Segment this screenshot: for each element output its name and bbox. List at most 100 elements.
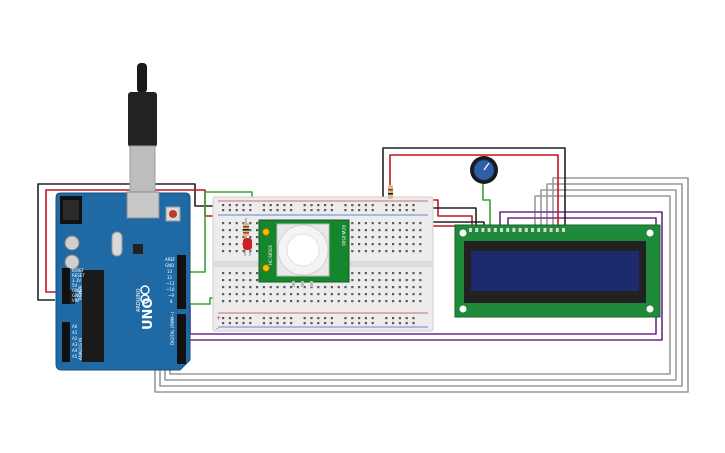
- breadboard-hole: [351, 272, 354, 275]
- wire-black-top[interactable]: [37, 183, 240, 301]
- breadboard-hole: [398, 222, 401, 225]
- power-pin-label: 3.3V: [72, 278, 81, 283]
- lcd-pin: [506, 228, 510, 232]
- breadboard-hole: [256, 236, 259, 239]
- power-header: [62, 268, 70, 304]
- pir-sensor[interactable]: HC-SR501 RCW-0506: [258, 219, 350, 287]
- breadboard-hole: [330, 209, 333, 212]
- breadboard-hole: [222, 209, 225, 212]
- breadboard-hole: [290, 293, 293, 296]
- breadboard-hole: [222, 279, 225, 282]
- breadboard-hole: [249, 286, 252, 289]
- breadboard-hole: [385, 322, 388, 325]
- arduino-logo-icon: [140, 285, 150, 304]
- breadboard-hole: [351, 204, 354, 207]
- arduino-board[interactable]: UNO ARDUINO POWER ANALOG IN DIGITAL (PWM…: [55, 63, 191, 371]
- breadboard-hole: [337, 286, 340, 289]
- lcd-pin: [518, 228, 522, 232]
- breadboard-hole: [351, 322, 354, 325]
- breadboard-hole: [296, 286, 299, 289]
- breadboard-hole: [392, 317, 395, 320]
- breadboard-hole: [324, 322, 327, 325]
- lcd-pin: [531, 228, 534, 232]
- breadboard-hole: [324, 204, 327, 207]
- breadboard-hole: [249, 272, 252, 275]
- breadboard-hole: [222, 243, 225, 246]
- breadboard-hole: [290, 204, 293, 207]
- breadboard-hole: [242, 222, 245, 225]
- breadboard-hole: [330, 317, 333, 320]
- breadboard-hole: [419, 286, 422, 289]
- breadboard-hole: [385, 209, 388, 212]
- crystal: [111, 231, 123, 257]
- breadboard-hole: [358, 272, 361, 275]
- breadboard-hole: [378, 300, 381, 303]
- breadboard-hole: [222, 236, 225, 239]
- digital-header-top: [177, 255, 186, 309]
- breadboard-hole: [358, 204, 361, 207]
- breadboard-hole: [398, 229, 401, 232]
- breadboard-hole: [222, 250, 225, 253]
- breadboard-hole: [378, 279, 381, 282]
- breadboard-hole: [412, 272, 415, 275]
- breadboard-hole: [317, 300, 320, 303]
- power-pin-label: IOREF: [72, 268, 85, 273]
- breadboard-hole: [405, 250, 408, 253]
- wire-black-pot-1[interactable]: [382, 147, 566, 228]
- pir-pin: [301, 281, 304, 287]
- wire-green-pot[interactable]: [482, 180, 491, 228]
- breadboard-hole: [283, 300, 286, 303]
- breadboard-hole: [419, 293, 422, 296]
- breadboard-hole: [256, 250, 259, 253]
- breadboard-hole: [242, 204, 245, 207]
- breadboard-hole: [405, 229, 408, 232]
- breadboard-hole: [276, 204, 279, 207]
- breadboard-hole: [242, 300, 245, 303]
- wire-red-pot[interactable]: [389, 154, 559, 228]
- led[interactable]: [243, 238, 252, 256]
- usb-cable-plug-tip: [137, 63, 147, 93]
- breadboard-hole: [398, 272, 401, 275]
- pir-pin: [310, 281, 313, 287]
- breadboard-hole: [392, 272, 395, 275]
- breadboard-hole: [324, 286, 327, 289]
- breadboard-hole: [330, 300, 333, 303]
- breadboard-hole: [398, 293, 401, 296]
- breadboard-hole: [351, 209, 354, 212]
- breadboard-hole: [412, 243, 415, 246]
- power-pin-label: GND: [72, 293, 81, 298]
- breadboard-hole: [358, 293, 361, 296]
- breadboard-hole: [392, 279, 395, 282]
- potentiometer[interactable]: [470, 156, 498, 184]
- arduino-analog-label: ANALOG IN: [78, 338, 83, 360]
- breadboard-hole: [344, 286, 347, 289]
- breadboard-hole: [337, 293, 340, 296]
- capacitor-1: [64, 235, 80, 251]
- breadboard-hole: [358, 229, 361, 232]
- breadboard-hole: [317, 209, 320, 212]
- analog-pin-label: A5: [72, 354, 78, 359]
- breadboard-hole: [276, 322, 279, 325]
- resistor-band: [388, 193, 393, 195]
- breadboard-hole: [235, 236, 238, 239]
- breadboard-hole: [344, 204, 347, 207]
- breadboard-hole: [412, 204, 415, 207]
- breadboard-hole: [392, 204, 395, 207]
- breadboard-hole: [235, 243, 238, 246]
- breadboard-hole: [412, 222, 415, 225]
- breadboard-hole: [351, 243, 354, 246]
- breadboard-hole: [310, 300, 313, 303]
- breadboard-hole: [412, 229, 415, 232]
- breadboard-hole: [405, 286, 408, 289]
- reset-button-cap[interactable]: [169, 210, 177, 218]
- usb-cable-plug: [128, 92, 157, 147]
- breadboard-hole: [358, 286, 361, 289]
- lcd-pin: [549, 228, 553, 232]
- breadboard-hole: [392, 293, 395, 296]
- breadboard-hole: [249, 317, 252, 320]
- resistor-pot[interactable]: [388, 185, 393, 199]
- breadboard-hole: [405, 322, 408, 325]
- wire-red-left[interactable]: [45, 189, 232, 293]
- lcd-display[interactable]: [454, 224, 661, 318]
- header-pin-label: GND: [165, 263, 174, 268]
